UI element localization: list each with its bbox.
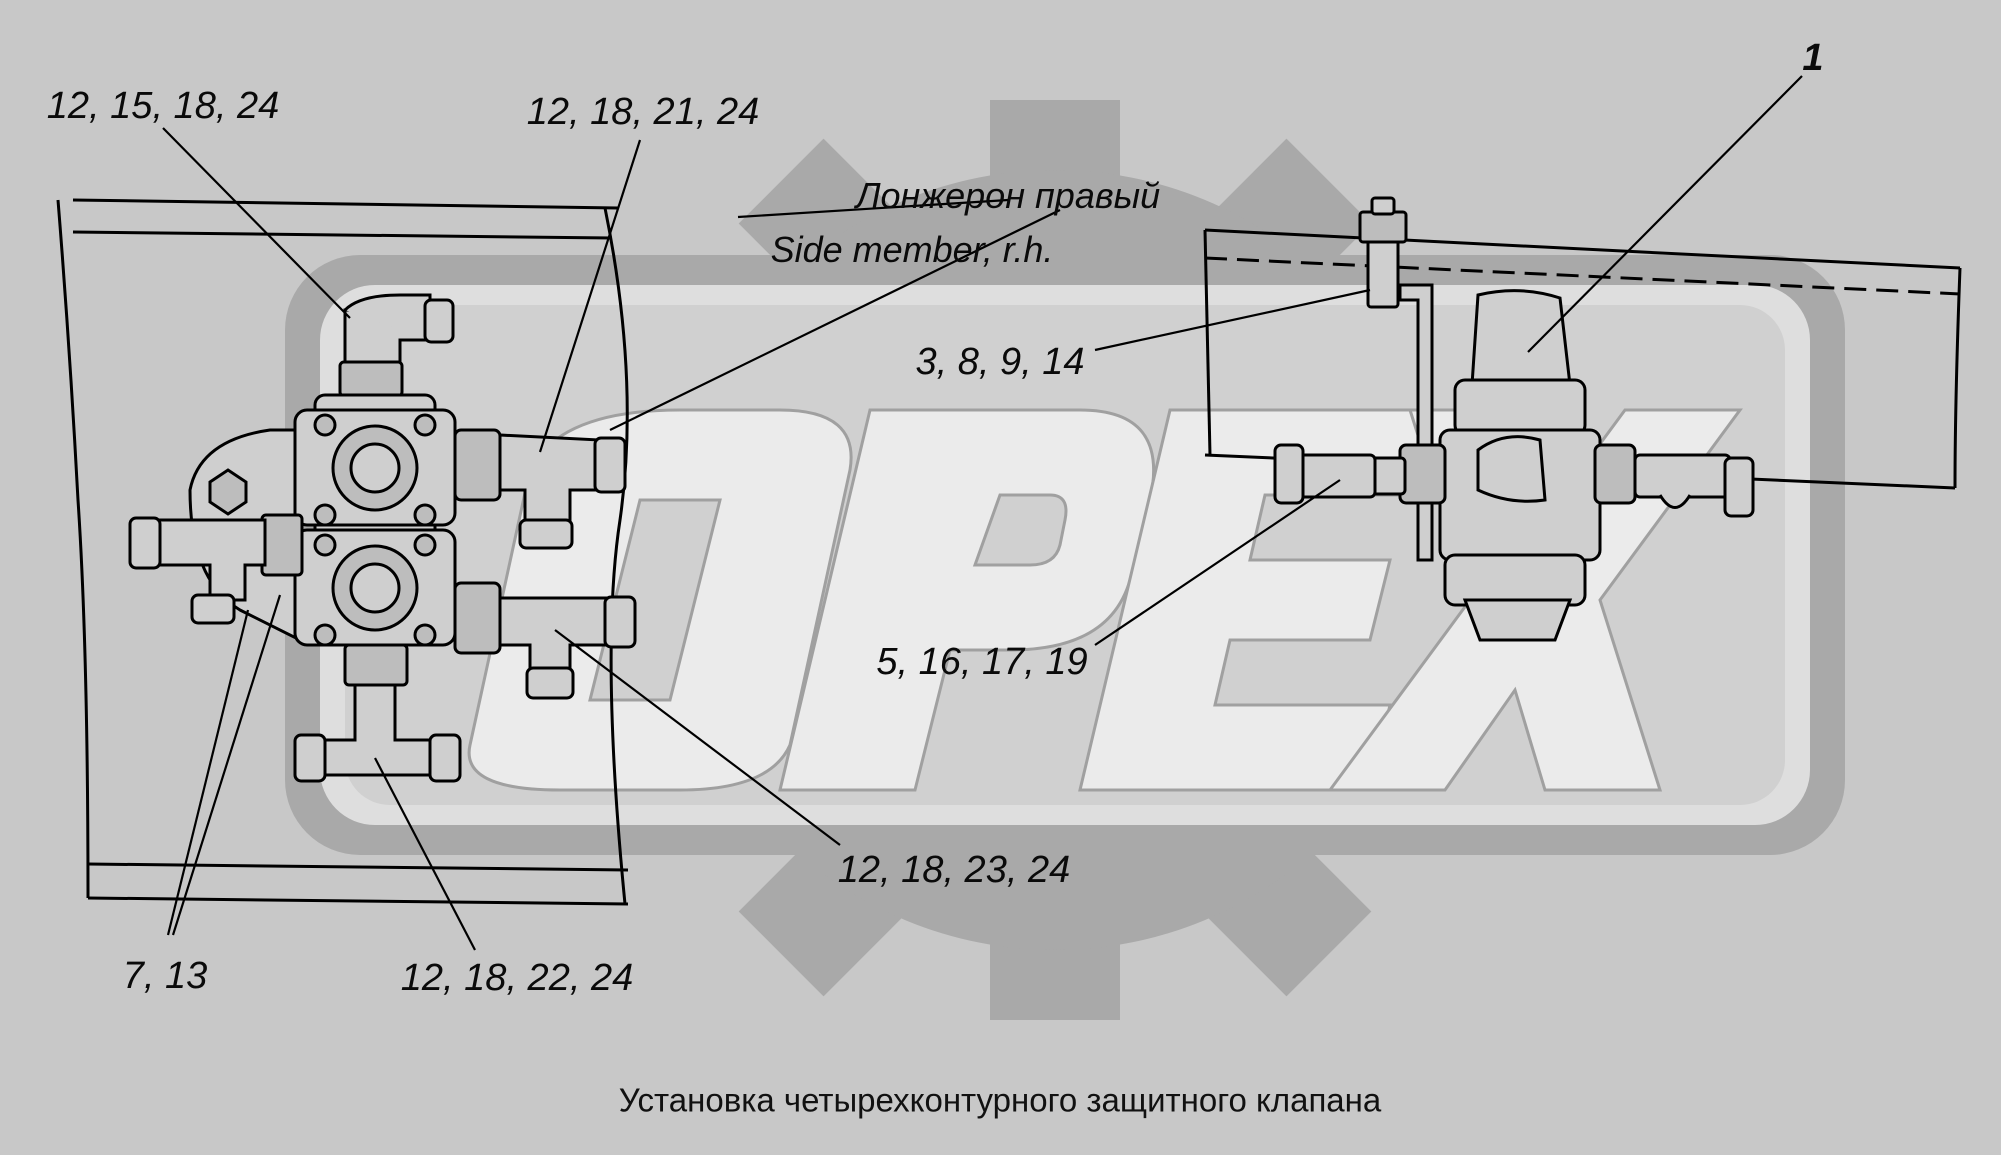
valve-assembly-right — [1273, 196, 1755, 642]
leader-c7 — [1094, 288, 1371, 352]
callout-12-18-21-24: 12, 18, 21, 24 — [526, 91, 760, 133]
bracket-nut — [208, 468, 248, 516]
leader-lines — [162, 75, 1803, 951]
leader-c8 — [1094, 479, 1341, 646]
leader-c3 — [554, 629, 841, 846]
leader-c4 — [374, 757, 476, 951]
leader-side-member — [609, 209, 1061, 431]
callout-12-18-23-24: 12, 18, 23, 24 — [837, 849, 1071, 891]
side-member-label-en: Side member, r.h. — [770, 229, 1054, 270]
side-member-underline — [737, 198, 1009, 219]
leader-c5a — [166, 609, 250, 936]
leader-c1 — [162, 127, 351, 319]
callout-3-8-9-14: 3, 8, 9, 14 — [915, 341, 1085, 383]
callout-12-18-22-24: 12, 18, 22, 24 — [400, 957, 634, 999]
figure-caption: Установка четырехконтурного защитного кл… — [618, 1081, 1382, 1119]
leader-c5b — [171, 594, 282, 936]
leader-c2 — [538, 139, 642, 453]
side-member-label-ru: Лонжерон правый — [855, 175, 1161, 216]
callout-5-16-17-19: 5, 16, 17, 19 — [876, 641, 1088, 683]
callout-7-13: 7, 13 — [122, 955, 208, 997]
side-member-rail-left — [56, 198, 629, 906]
callout-12-15-18-24: 12, 15, 18, 24 — [46, 85, 280, 127]
leader-c6 — [1527, 75, 1803, 353]
valve-assembly-left — [128, 293, 637, 783]
callout-1: 1 — [1802, 37, 1824, 79]
